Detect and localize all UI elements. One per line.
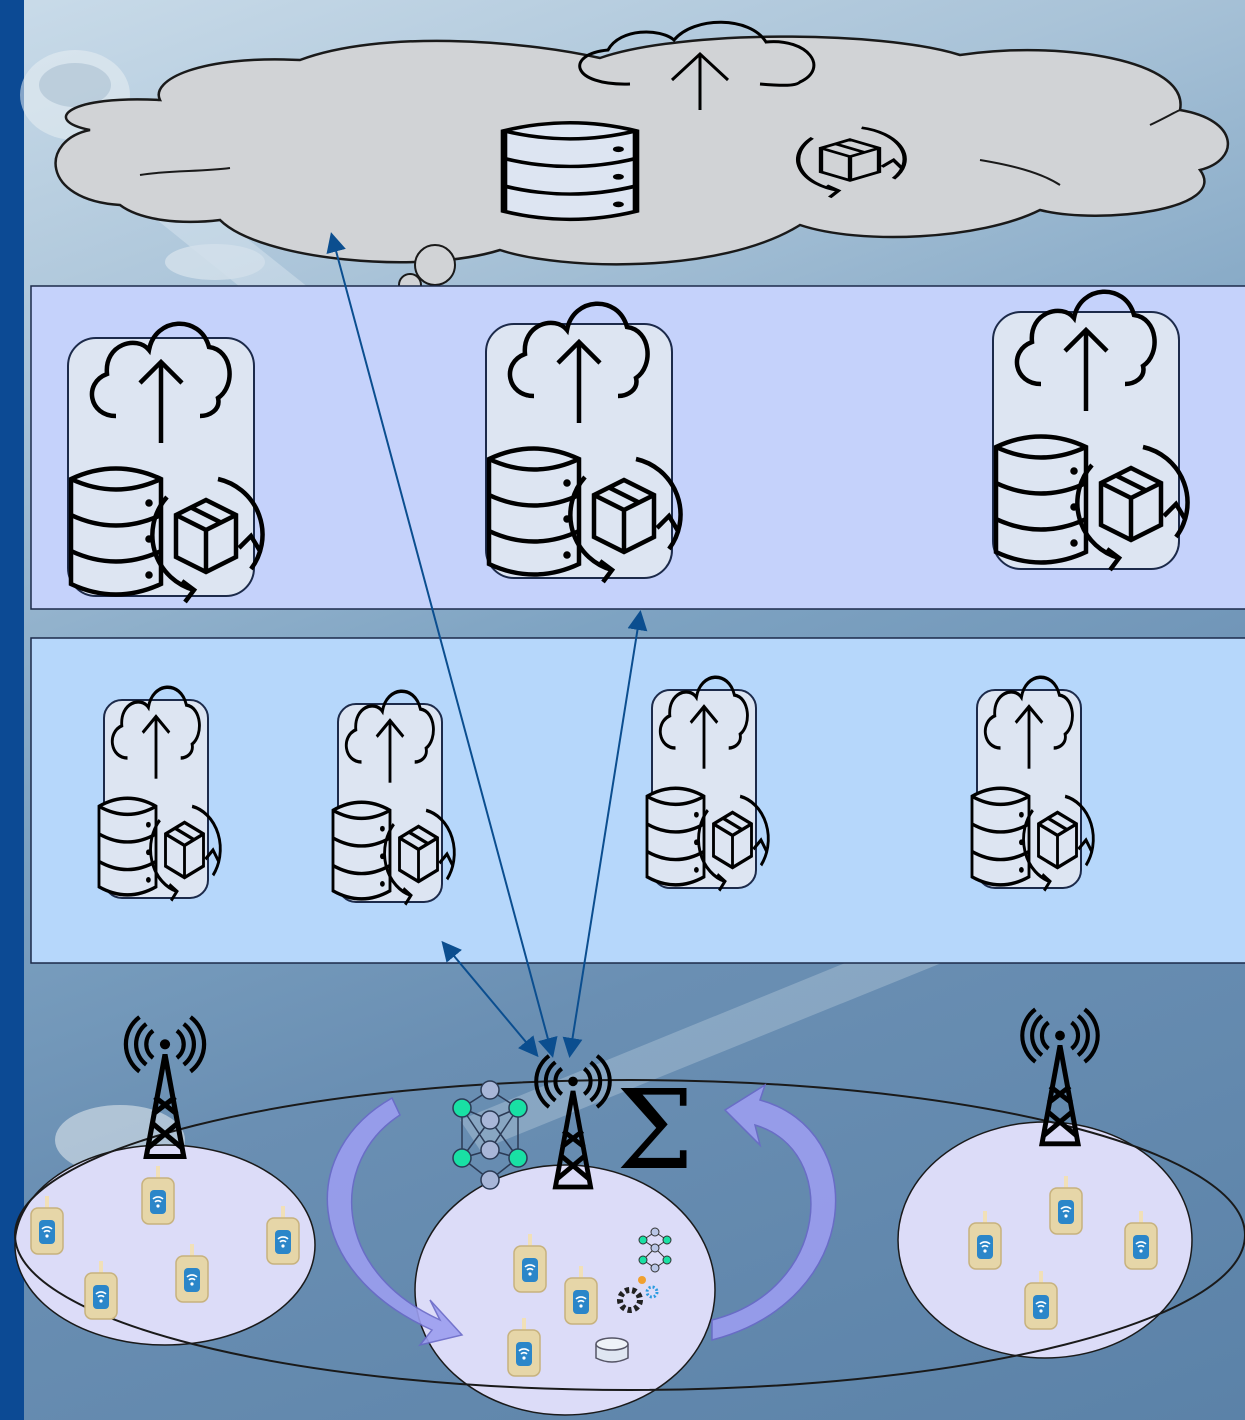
cloud-shape [56, 37, 1228, 265]
edge-server-layer [31, 286, 1245, 609]
cloud-bubble [415, 245, 455, 285]
fog-node-layer [31, 638, 1245, 963]
edge-server-node [486, 304, 681, 582]
local-storage-icon [596, 1338, 628, 1362]
edge-server-node [993, 292, 1188, 570]
fog-node [972, 677, 1093, 890]
database-icon [504, 123, 636, 220]
edge-server-node [68, 324, 263, 602]
fog-node [99, 687, 220, 900]
device-layer: Σ [15, 1009, 1245, 1415]
loop-arrow-right [712, 1085, 836, 1340]
fog-node [647, 677, 768, 890]
fog-node [333, 691, 454, 904]
aggregation-sigma: Σ [616, 1066, 694, 1194]
